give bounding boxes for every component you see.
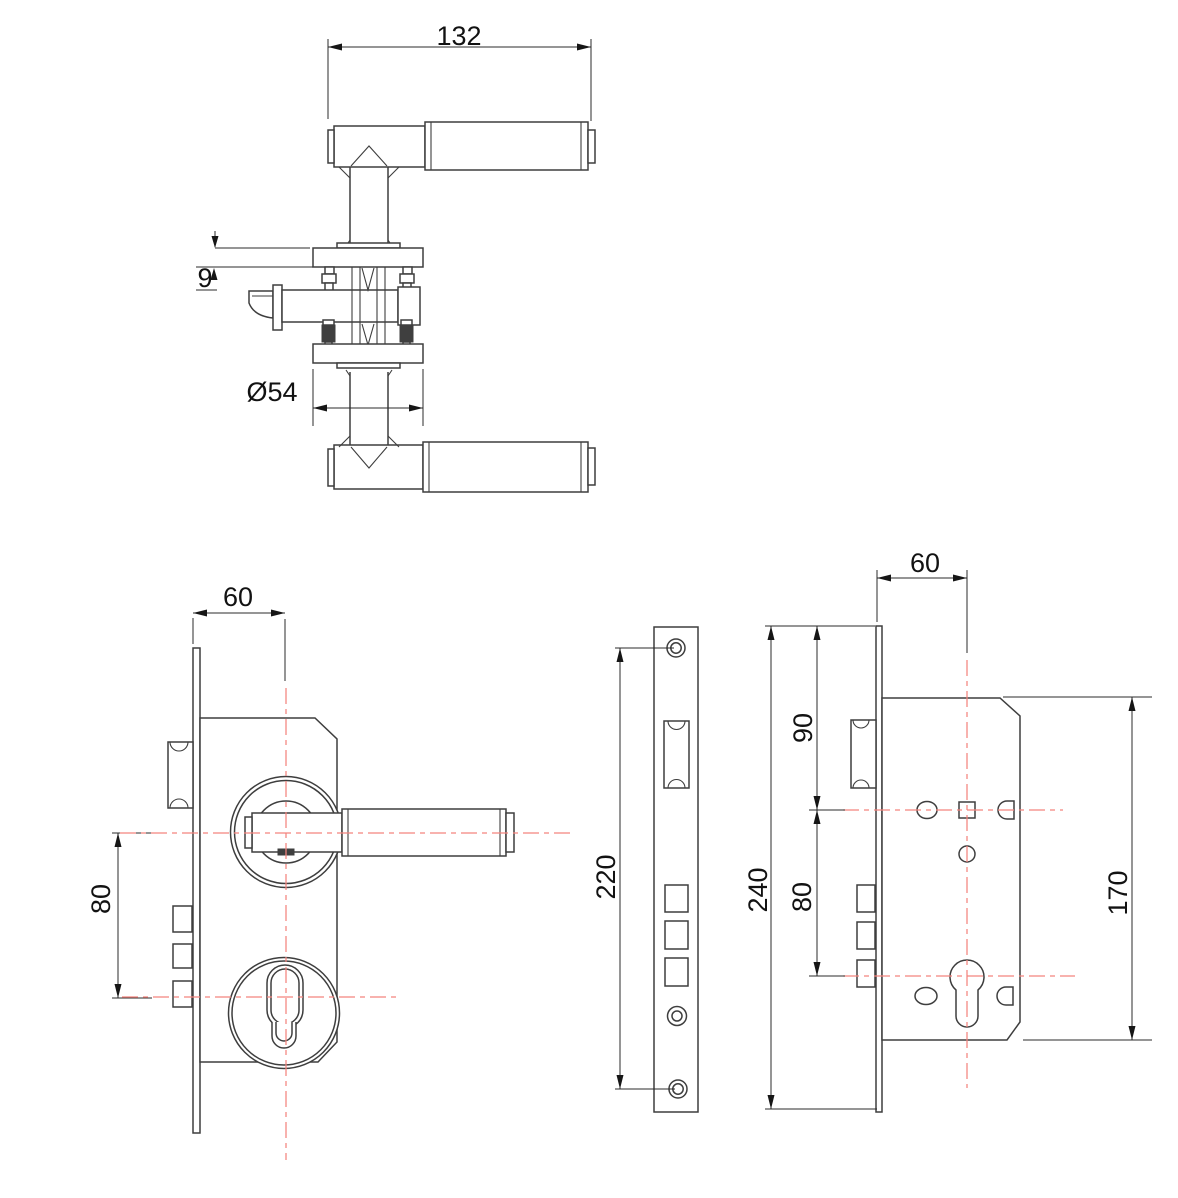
- centerlines-side-view: [843, 660, 1075, 1088]
- fixing-screws: [321, 319, 414, 349]
- lever-neck-base: [333, 444, 424, 490]
- upper-lever: [327, 121, 596, 247]
- dim-rose-diameter: Ø54: [246, 369, 424, 426]
- latch-bolt-side: [248, 290, 274, 319]
- dim-label-170: 170: [1103, 870, 1133, 915]
- latch-cutout: [663, 720, 690, 789]
- deadbolt-front: [172, 905, 193, 1008]
- dim-lever-length: 132: [327, 21, 592, 121]
- lever-end-cap: [327, 129, 335, 164]
- fixing-hole: [996, 986, 1014, 1006]
- lower-lever: [327, 369, 596, 493]
- lever-end-cap: [587, 447, 596, 486]
- dim-label-80-side: 80: [787, 882, 817, 912]
- lock-case-body: [881, 697, 1021, 1041]
- dim-label-132: 132: [436, 21, 481, 51]
- faceplate-side: [272, 284, 283, 331]
- deadbolt-cutouts: [664, 884, 689, 987]
- dim-spindle-to-cylinder: 80: [787, 810, 845, 977]
- faceplate-edge: [875, 625, 883, 1113]
- dim-rose-thickness: 9: [196, 231, 313, 293]
- deadbolt-side-view: [856, 884, 876, 988]
- lever-weld-notch: [350, 446, 388, 469]
- faceplate-screw-hole-top: [666, 638, 686, 658]
- dim-label-80-front: 80: [86, 884, 116, 914]
- lock-body-side-view: 60: [743, 548, 1152, 1113]
- lever-end-cap: [587, 129, 596, 164]
- lever-end-cap: [327, 448, 335, 487]
- dim-label-9: 9: [197, 263, 212, 293]
- dim-label-d54: Ø54: [246, 377, 297, 407]
- lever-neck-base: [333, 125, 426, 168]
- cylinder-fix-screw-hole: [666, 1005, 688, 1027]
- dim-label-60-front: 60: [223, 582, 253, 612]
- lock-case-side: [281, 289, 399, 323]
- handle-side-view: 132: [196, 21, 596, 493]
- dim-label-240: 240: [743, 867, 773, 912]
- dim-label-220: 220: [591, 854, 621, 899]
- lower-rose: [312, 343, 424, 364]
- dim-label-60-side: 60: [910, 548, 940, 578]
- dim-handle-to-cylinder-front: 80: [86, 832, 152, 999]
- cylinder-rose-front: [227, 956, 341, 1070]
- fixing-hole: [914, 986, 938, 1006]
- centerlines-front-view: [120, 688, 575, 1160]
- lever-grip: [424, 121, 589, 171]
- latch-bolt-side-view: [850, 719, 877, 789]
- rose-assembly: [248, 242, 424, 369]
- dim-faceplate-height: 240: [743, 625, 877, 1110]
- faceplate-view: 220: [591, 626, 699, 1113]
- dim-backset-front: 60: [192, 582, 286, 681]
- dim-backset-side: 60: [876, 548, 968, 653]
- dim-label-90: 90: [788, 713, 818, 743]
- latch-bolt-front: [167, 741, 194, 809]
- dim-case-height: 170: [1003, 696, 1152, 1041]
- lever-weld-notch: [350, 145, 388, 167]
- handle-front-view: 60: [86, 582, 575, 1160]
- lever-grip: [422, 441, 589, 493]
- upper-rose: [312, 247, 424, 268]
- faceplate-plate: [653, 626, 699, 1113]
- spindle: [351, 267, 386, 348]
- dim-screw-centers: 220: [591, 647, 675, 1090]
- dim-top-to-spindle: 90: [788, 626, 845, 811]
- backplate-front: [192, 647, 201, 1134]
